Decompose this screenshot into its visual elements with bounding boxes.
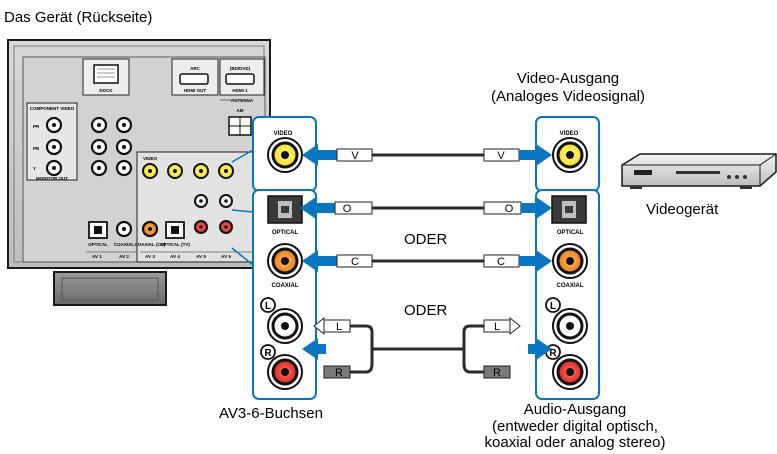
source-coaxial-jack-label: COAXIAL — [557, 283, 584, 289]
av4-optical-label: OPTICAL (TV) — [160, 242, 190, 247]
hdmi-1-sub-label: (BD/DVD) — [230, 66, 251, 71]
source-right-jack: R — [545, 344, 588, 390]
source-optical-jack-label: OPTICAL — [557, 230, 584, 236]
receiver-coaxial-jack — [267, 243, 303, 279]
coaxial-plug-right-label: C — [497, 256, 505, 268]
monitor-out-label: MONITOR OUT — [36, 176, 68, 181]
optical-cable: O O — [300, 197, 552, 219]
source-video-jack — [552, 137, 588, 173]
device-title: Das Gerät (Rückseite) — [4, 9, 153, 26]
receiver-right-jack-label: R — [264, 348, 272, 359]
receiver-left-jack: L — [260, 297, 303, 344]
av2-coaxial-label: COAXIAL — [114, 242, 135, 247]
video-plug-right-label: V — [497, 150, 505, 162]
pr-label: PR — [33, 124, 40, 129]
or-label-2: ODER — [404, 302, 448, 319]
am-label: AM — [237, 108, 244, 113]
dock-connector — [93, 64, 119, 84]
coaxial-plug-left-label: C — [351, 256, 359, 268]
video-device-player — [621, 153, 777, 189]
receiver-coaxial-jack-label: COAXIAL — [272, 283, 299, 289]
receiver-video-jack — [267, 137, 303, 173]
source-video-title: Video-Ausgang — [516, 70, 620, 87]
source-jack-panel — [535, 116, 600, 400]
audio-output-title: Audio-Ausgang — [523, 401, 627, 418]
optical-plug-left-label: O — [343, 203, 352, 215]
left-plug-left-label: L — [336, 321, 342, 333]
y-label: Y — [33, 166, 36, 171]
av1-optical-label: OPTICAL — [88, 242, 108, 247]
right-plug-left-label: R — [335, 367, 343, 379]
videogeraet-label: Videogerät — [646, 201, 719, 218]
source-left-jack-label: L — [550, 301, 556, 312]
source-coaxial-jack — [552, 243, 588, 279]
video-cable: V V — [302, 144, 552, 166]
receiver-video-jack-label: VIDEO — [274, 131, 293, 137]
av3-label: AV 3 — [145, 254, 155, 259]
or-label-1: ODER — [404, 231, 448, 248]
video-plug-left-label: V — [351, 150, 359, 162]
dock-label: DOCK — [99, 88, 113, 93]
source-left-jack: L — [545, 297, 588, 344]
av4-label: AV 4 — [170, 254, 180, 259]
source-video-jack-label: VIDEO — [560, 131, 579, 137]
av1-label: AV 1 — [92, 254, 102, 259]
receiver-jacks-label: AV3-6-Buchsen — [219, 405, 323, 422]
av3-coaxial-label: COAXIAL (CD) — [135, 242, 166, 247]
audio-output-sub1: (entweder digital optisch, — [492, 418, 658, 435]
source-video-subtitle: (Analoges Videosignal) — [491, 88, 645, 105]
av3-6-video-jacks — [142, 163, 234, 179]
av2-label: AV 2 — [119, 254, 129, 259]
receiver-optical-jack-label: OPTICAL — [272, 230, 299, 236]
arc-label: ARC — [190, 66, 200, 71]
hdmi-out-jack — [179, 73, 209, 85]
left-plug-right-label: L — [494, 321, 500, 333]
optical-plug-right-label: O — [505, 203, 514, 215]
pb-label: PB — [33, 146, 40, 151]
receiver-rear-panel: DOCK HDMI OUT ARC HDMI 1 (BD/DVD) ANTENN… — [7, 39, 271, 306]
hdmi-1-label: HDMI 1 — [232, 88, 248, 93]
audio-output-sub2: koaxial oder analog stereo) — [484, 434, 666, 451]
av5-label: AV 5 — [196, 254, 206, 259]
source-optical-jack — [551, 195, 587, 224]
coaxial-cable: C C — [302, 250, 552, 272]
source-right-jack-label: R — [549, 348, 557, 359]
component-video-label: COMPONENT VIDEO — [30, 106, 75, 111]
av5-6-analog-jacks — [194, 194, 233, 234]
analog-stereo-cable: L L R R — [302, 316, 552, 379]
antenna-label: ANTENNA — [231, 98, 254, 103]
right-plug-right-label: R — [493, 367, 501, 379]
receiver-optical-jack — [267, 195, 303, 224]
av3-video-label: VIDEO — [143, 156, 158, 161]
av6-label: AV 6 — [221, 254, 231, 259]
hdmi-out-label: HDMI OUT — [184, 88, 206, 93]
receiver-left-jack-label: L — [265, 301, 271, 312]
hdmi-1-jack — [225, 73, 255, 85]
receiver-right-jack: R — [260, 344, 303, 390]
